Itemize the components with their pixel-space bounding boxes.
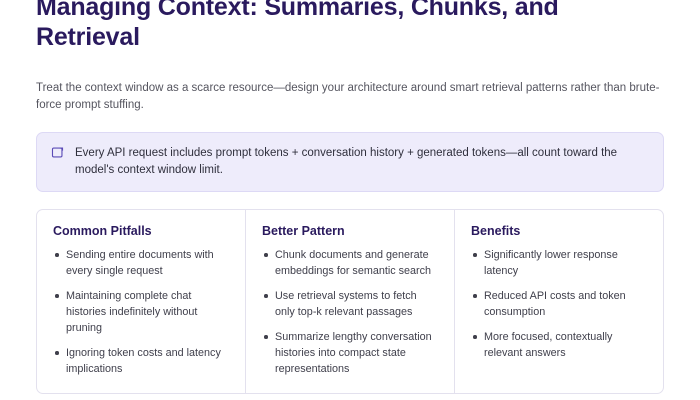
card-title: Common Pitfalls	[53, 224, 152, 238]
card-title: Better Pattern	[262, 224, 345, 238]
card-common-pitfalls: Common Pitfalls Sending entire documents…	[37, 210, 245, 393]
list-item: Use retrieval systems to fetch only top-…	[262, 288, 438, 320]
card-benefits: Benefits Significantly lower response la…	[454, 210, 663, 393]
callout-box: Every API request includes prompt tokens…	[36, 132, 664, 192]
list-item: Reduced API costs and token consumption	[471, 288, 647, 320]
cards-container: Common Pitfalls Sending entire documents…	[36, 209, 664, 394]
list-item: Maintaining complete chat histories inde…	[53, 288, 229, 336]
callout-text: Every API request includes prompt tokens…	[75, 147, 618, 176]
card-list: Significantly lower response latency Red…	[471, 247, 647, 361]
page-title: Managing Context: Summaries, Chunks, and…	[36, 0, 559, 51]
list-item: Summarize lengthy conversation histories…	[262, 329, 438, 377]
list-item: Significantly lower response latency	[471, 247, 647, 279]
intro-paragraph: Treat the context window as a scarce res…	[36, 82, 660, 111]
list-item: Ignoring token costs and latency implica…	[53, 345, 229, 377]
card-title: Benefits	[471, 224, 521, 238]
list-item: Sending entire documents with every sing…	[53, 247, 229, 279]
card-better-pattern: Better Pattern Chunk documents and gener…	[245, 210, 454, 393]
card-list: Sending entire documents with every sing…	[53, 247, 229, 377]
note-icon	[51, 146, 64, 159]
card-list: Chunk documents and generate embeddings …	[262, 247, 438, 377]
list-item: More focused, contextually relevant answ…	[471, 329, 647, 361]
list-item: Chunk documents and generate embeddings …	[262, 247, 438, 279]
